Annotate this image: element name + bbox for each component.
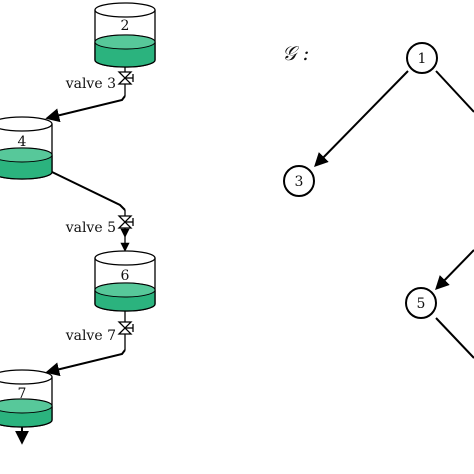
valve-5-label: valve 5 <box>65 220 116 236</box>
edge-1-to-3 <box>314 70 409 168</box>
valve-7: valve 7 <box>65 321 134 344</box>
tank-7: 7 <box>0 369 53 428</box>
tank-2-label: 2 <box>121 18 130 34</box>
node-5: 5 <box>405 287 437 319</box>
edge-5-offscreen <box>435 317 474 359</box>
node-5-label: 5 <box>417 296 426 312</box>
tank-6: 6 <box>94 250 156 312</box>
pipe-6-to-7 <box>45 349 126 377</box>
tank-4-water-surface <box>0 147 53 163</box>
valve-5: valve 5 <box>65 215 134 236</box>
tank-4: 4 <box>0 116 53 180</box>
valve-7-label: valve 7 <box>65 328 116 344</box>
edge-1-offscreen <box>435 70 474 113</box>
valve-3-label: valve 3 <box>65 76 116 92</box>
tank-6-label: 6 <box>121 268 130 284</box>
valve-3: valve 3 <box>65 71 134 92</box>
pipe-4-to-valve-5 <box>51 171 126 211</box>
graph-g: 𝒢 : 1 3 5 <box>282 41 474 359</box>
tank-7-water-surface <box>0 398 53 414</box>
node-1-label: 1 <box>418 51 427 67</box>
tank-network: 2 valve 3 4 valve 5 <box>0 2 156 445</box>
pipe-2-to-4 <box>45 95 126 123</box>
node-3-label: 3 <box>295 174 304 190</box>
tank-2: 2 <box>94 2 156 68</box>
tank-4-label: 4 <box>18 134 27 150</box>
tank-7-label: 7 <box>18 386 27 402</box>
tank-2-water-surface <box>94 34 156 50</box>
edge-offscreen-to-5 <box>435 249 474 291</box>
node-1: 1 <box>406 42 438 74</box>
graph-title: 𝒢 : <box>282 41 309 65</box>
node-3: 3 <box>283 165 315 197</box>
tank-6-water-surface <box>94 282 156 298</box>
